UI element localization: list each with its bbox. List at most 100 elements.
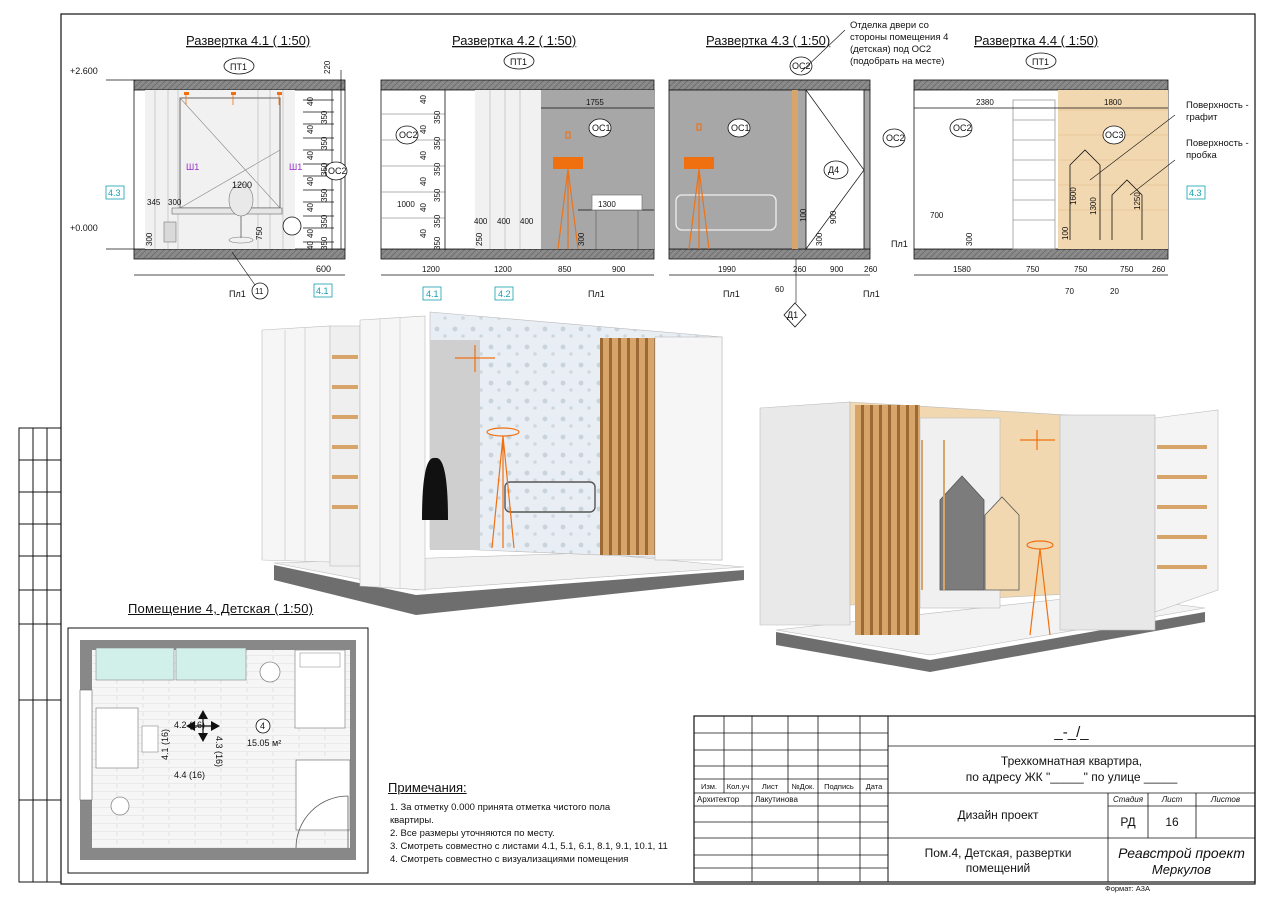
e42-ceiling-tag: ПТ1	[510, 57, 527, 67]
e42-ref-b: 4.2	[498, 289, 511, 299]
elevation-4-1	[105, 57, 348, 300]
e43-door-tag-bottom: Д1	[787, 310, 798, 320]
e44-d2380: 2380	[976, 98, 994, 107]
e44-b750a: 750	[1026, 265, 1040, 274]
e43-b900: 900	[830, 265, 844, 274]
stamp-h-sheet: Лист	[1161, 795, 1183, 804]
e44-d300: 300	[965, 232, 974, 246]
e41-d40-6: 40	[306, 229, 315, 238]
notes-item-2: 2. Все размеры уточняются по месту.	[390, 828, 555, 839]
plan-marker-left: 4.1 (16)	[160, 729, 170, 760]
stamp-role: Архитектор	[697, 795, 740, 804]
e42-d400a: 400	[474, 217, 488, 226]
e42-d400c: 400	[520, 217, 534, 226]
e42-s350-3: 350	[433, 162, 442, 176]
e42-s350-6: 350	[433, 236, 442, 250]
e41-circle-tag: 11	[255, 287, 264, 296]
e43-door-tag: Д4	[828, 165, 839, 175]
e44-d700: 700	[930, 211, 944, 220]
e41-d750: 750	[255, 226, 264, 240]
title-block	[693, 715, 1256, 883]
stamp-col-izm: Изм.	[700, 781, 718, 791]
stamp-stage-design: Дизайн проект	[957, 808, 1039, 822]
e42-floor-tag: Пл1	[588, 289, 605, 299]
e44-d1300: 1300	[1089, 197, 1098, 215]
plan-marker-bottom: 4.4 (16)	[174, 770, 205, 780]
e42-d1755: 1755	[586, 98, 604, 107]
e44-d1600: 1600	[1069, 187, 1078, 205]
e41-floor-tag: Пл1	[229, 289, 246, 299]
e41-curtain-left: Ш1	[186, 162, 199, 172]
e42-s40-5: 40	[419, 203, 428, 212]
e41-side: 600	[316, 264, 331, 274]
e44-d1250: 1250	[1133, 192, 1142, 210]
stamp-project: Трехкомнатная квартира,	[1000, 754, 1143, 768]
e44-b260: 260	[1152, 265, 1166, 274]
e41-curtain-right: Ш1	[289, 162, 302, 172]
e44-label-cork: Поверхность - пробка	[1186, 138, 1249, 161]
stamp-person: Лакутинова	[755, 795, 798, 804]
e41-wall-tag: ОС2	[328, 166, 347, 176]
e42-b900: 900	[612, 265, 626, 274]
stamp-sheet: 16	[1165, 815, 1179, 829]
e41-level-zero: +0.000	[70, 223, 98, 233]
stamp-format: Формат: А3А	[1105, 884, 1150, 893]
stamp-col-sign: Подпись	[824, 781, 854, 791]
stamp-company-1: Реавстрой проект	[1118, 845, 1245, 861]
e41-d300b: 300	[145, 232, 154, 246]
e41-d40-5: 40	[306, 203, 315, 212]
stamp-col-kolich: Кол.уч	[726, 781, 750, 791]
e43-tag-os2: ОС2	[792, 61, 811, 71]
e41-d350-3: 350	[320, 162, 329, 176]
e42-wall-right: ОС1	[592, 123, 611, 133]
e42-s350-4: 350	[433, 188, 442, 202]
e42-b850: 850	[558, 265, 572, 274]
e43-tag-os2-right: ОС2	[886, 133, 905, 143]
stamp-sheet-name-1: Пом.4, Детская, развертки	[924, 846, 1072, 860]
e41-d350-6: 350	[320, 236, 329, 250]
e41-width: 1200	[232, 180, 252, 190]
e43-d100: 100	[799, 208, 808, 222]
e41-d40-4: 40	[306, 177, 315, 186]
floor-plan	[67, 627, 369, 874]
stamp-h-sheets: Листов	[1210, 795, 1241, 804]
e44-d100: 100	[1061, 226, 1070, 240]
notes-item-3: 3. Смотреть совместно с листами 4.1, 5.1…	[390, 841, 668, 852]
e44-d1800: 1800	[1104, 98, 1122, 107]
e41-d40-7: 40	[306, 241, 315, 250]
e42-s350-2: 350	[433, 136, 442, 150]
e42-s350-5: 350	[433, 214, 442, 228]
e44-d70: 70	[1065, 287, 1074, 296]
e43-b260a: 260	[793, 265, 807, 274]
e42-s40-4: 40	[419, 177, 428, 186]
e44-b750c: 750	[1120, 265, 1134, 274]
e41-d350-4: 350	[320, 188, 329, 202]
plan-marker-top: 4.2 (16)	[174, 720, 205, 730]
e43-floor-b: Пл1	[863, 289, 880, 299]
e42-s40-1: 40	[419, 95, 428, 104]
e44-ceiling-tag: ПТ1	[1032, 57, 1049, 67]
e41-d300: 300	[168, 198, 182, 207]
e42-d1300: 1300	[598, 200, 616, 209]
e41-ref-bottom: 4.1	[316, 286, 329, 296]
stamp-col-doc: №Док.	[791, 781, 815, 791]
e44-floor-tag: Пл1	[891, 239, 908, 249]
e41-level-top: +2.600	[70, 66, 98, 76]
stamp-address: по адресу ЖК "_____" по улице _____	[965, 770, 1178, 784]
e41-ref-left: 4.3	[108, 188, 121, 198]
e42-s40-3: 40	[419, 151, 428, 160]
e41-d220: 220	[323, 60, 332, 74]
e42-s40-6: 40	[419, 229, 428, 238]
stamp-col-date: Дата	[865, 781, 883, 791]
e44-b1580: 1580	[953, 265, 971, 274]
elev-4-3-title: Развертка 4.3 ( 1:50)	[706, 33, 830, 48]
e41-d350-1: 350	[320, 110, 329, 124]
e41-d345: 345	[147, 198, 161, 207]
e42-s350-1: 350	[433, 110, 442, 124]
e43-b1990: 1990	[718, 265, 736, 274]
view-3d-left	[261, 311, 745, 615]
stamp-code: _-_/_	[1054, 723, 1089, 741]
plan-room-no: 4	[260, 721, 265, 731]
binding-strip	[18, 427, 62, 883]
